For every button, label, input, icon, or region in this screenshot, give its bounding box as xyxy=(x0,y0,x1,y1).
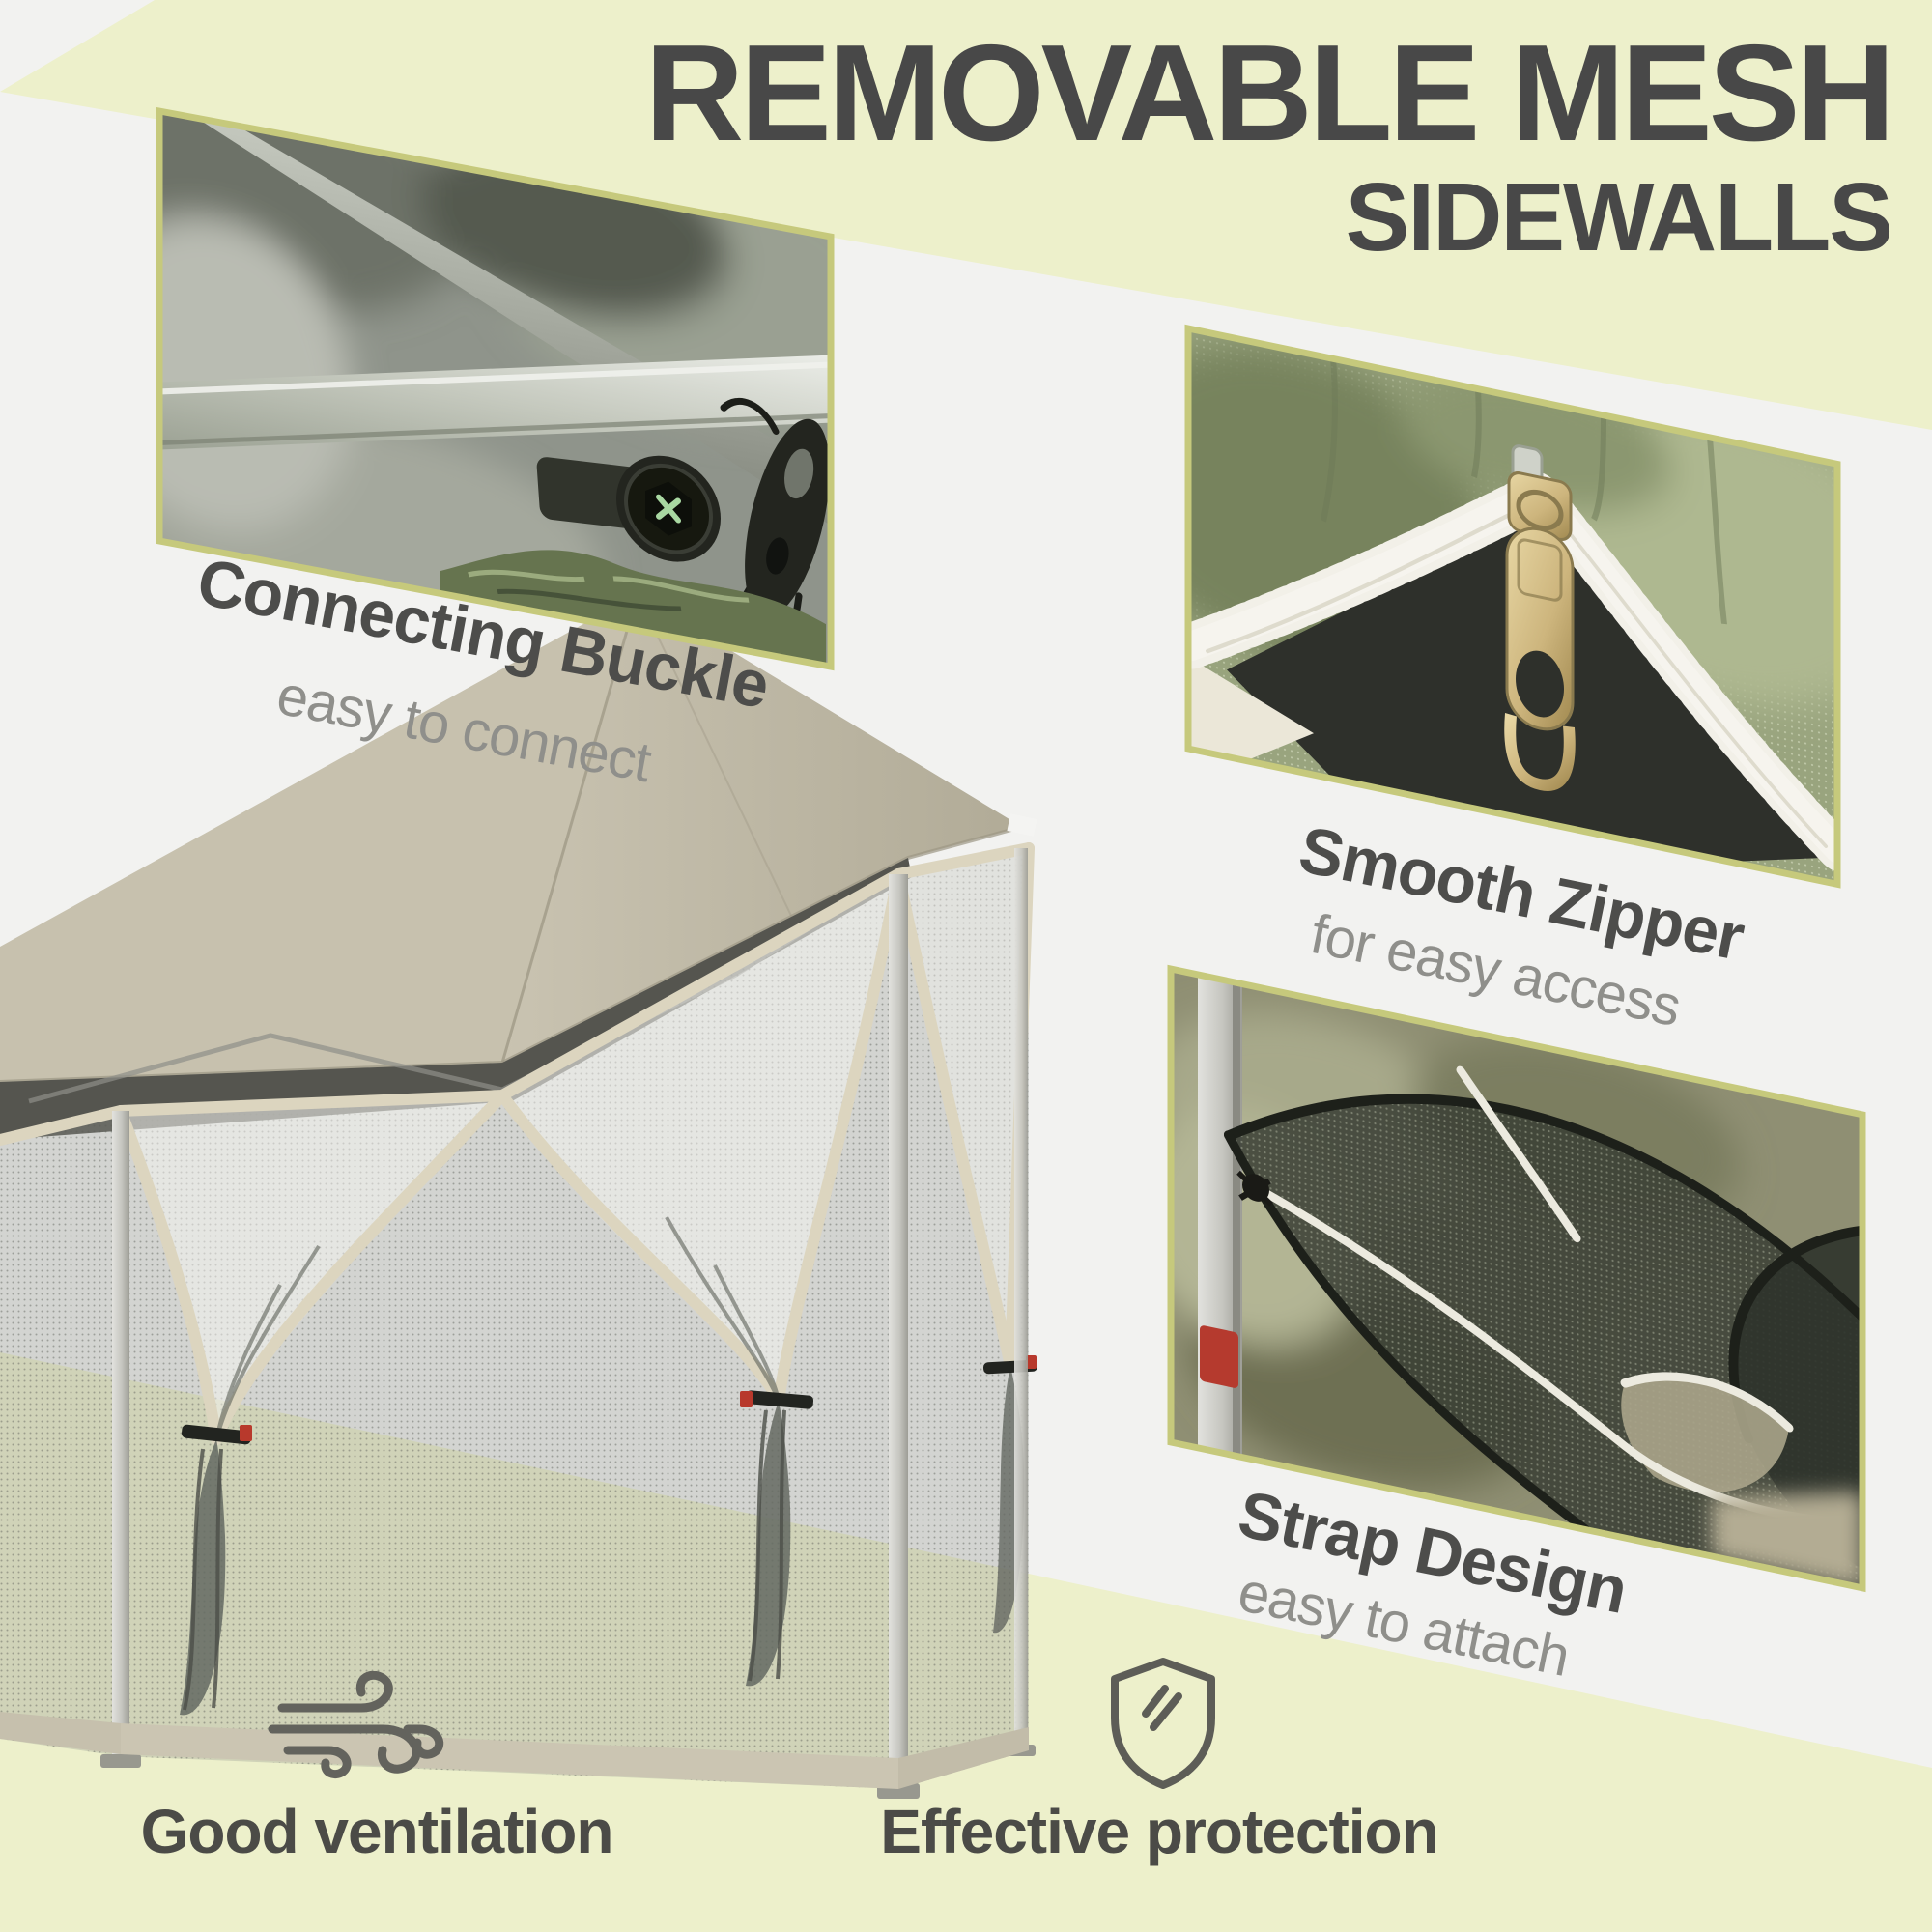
product-photo-canopy-tent xyxy=(0,588,1038,1799)
tent-leg-right xyxy=(889,874,908,1790)
accent-band-top xyxy=(0,0,1932,430)
feature-photo-smooth-zipper xyxy=(1184,324,1841,889)
benefit-label-ventilation: Good ventilation xyxy=(140,1797,614,1866)
feature-photo-border xyxy=(1184,324,1841,889)
benefit-label-protection: Effective protection xyxy=(880,1797,1438,1866)
title-line-1: REMOVABLE MESH xyxy=(644,16,1895,170)
wind-icon xyxy=(268,1671,444,1779)
tent-leg-left xyxy=(112,1111,129,1760)
shield-icon xyxy=(1111,1658,1215,1789)
title-line-2: SIDEWALLS xyxy=(1345,163,1893,272)
feature-photo-border xyxy=(156,106,835,671)
page-title: REMOVABLE MESH SIDEWALLS xyxy=(644,16,1895,272)
feature-photo-strap-design xyxy=(1167,964,1866,1593)
feature-photo-border xyxy=(1167,964,1866,1593)
